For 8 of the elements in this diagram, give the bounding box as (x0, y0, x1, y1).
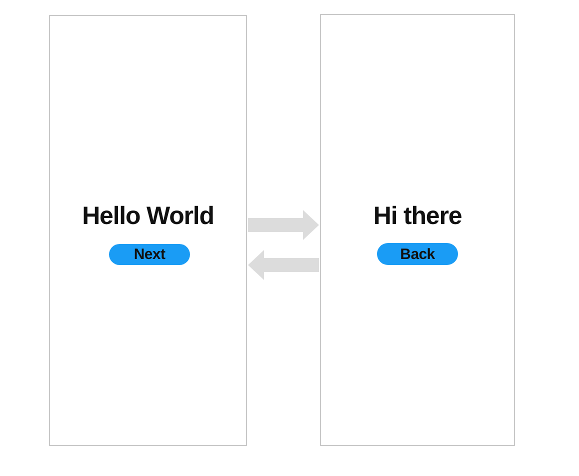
phone-screen (49, 15, 247, 446)
pill-button: Back (377, 243, 458, 265)
heading-text: Hi there (372, 201, 463, 231)
pill-button: Next (109, 244, 190, 265)
block-arrow (248, 250, 319, 280)
block-arrow (248, 210, 319, 240)
heading-text: Hello World (81, 201, 215, 231)
phone-screen (320, 14, 515, 446)
